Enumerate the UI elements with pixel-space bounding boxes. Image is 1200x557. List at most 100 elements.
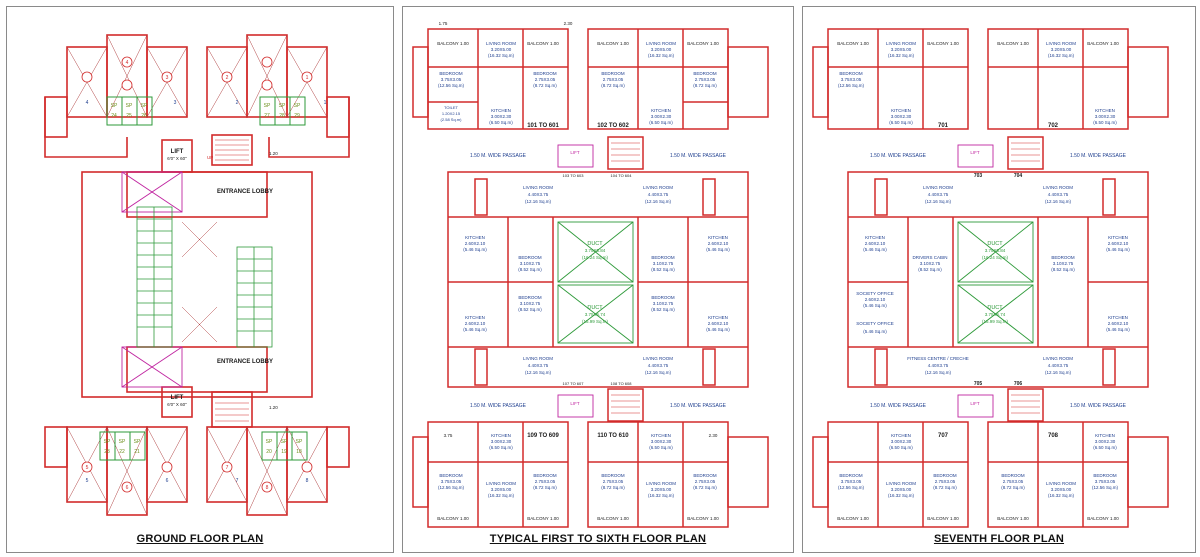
t-dim-1: 3.75 — [444, 433, 453, 438]
entrance-lobby-bottom: ENTRANCE LOBBY — [217, 359, 273, 365]
t-living-bl2: LIVING ROOM — [486, 481, 516, 486]
space-top-3: 3 — [166, 75, 169, 81]
seventh-floor-caption: SEVENTH FLOOR PLAN — [933, 533, 1065, 545]
t-bed375-tr: BEDROOM — [693, 71, 717, 76]
t-balcony-1: BALCONY 1.00 — [437, 41, 469, 46]
s-bed-tl: BEDROOM — [839, 71, 863, 76]
space-top-6: 2 — [236, 100, 239, 106]
t-passage-bot-r: 1.50 M. WIDE PASSAGE — [670, 403, 727, 409]
s-passage-top-l: 1.50 M. WIDE PASSAGE — [870, 153, 927, 159]
entrance-lobby-top: ENTRANCE LOBBY — [217, 189, 273, 195]
t-bed275-bl-area: (8.72 Sq.m) — [533, 485, 557, 490]
t-living-mr-dim: 4.40X3.75 — [648, 192, 669, 197]
s-lift-tag-bot: LIFT — [970, 401, 980, 406]
s-kitchen-tr-dim: 3.00X2.30 — [1095, 114, 1116, 119]
t-balcony-3: BALCONY 1.00 — [597, 41, 629, 46]
t-kitchen-tr-dim: 3.00X2.30 — [651, 114, 672, 119]
s-kitchen-mr2-dim: 2.60X2.10 — [1108, 321, 1129, 326]
sp-tr-2: SP — [279, 103, 286, 109]
stair-dim-bottom: 1.20 — [269, 405, 278, 410]
s-duct-bot-area: (15.99 Sq.m) — [982, 319, 1009, 324]
t-lift-range-top2: 104 TO 604 — [611, 173, 633, 178]
t-kitchen-tr: KITCHEN — [651, 108, 671, 113]
space-bot-3: 6 — [126, 485, 129, 491]
t-kitchen-ml-area: (5.46 Sq.m) — [463, 247, 487, 252]
lift-size-top: 6'0" X 60" — [167, 156, 187, 161]
t-bed-ml2: BEDROOM — [518, 295, 542, 300]
t-passage-top-r: 1.50 M. WIDE PASSAGE — [670, 153, 727, 159]
sp-tr-2n: 28 — [279, 113, 285, 119]
s-living-br: LIVING ROOM — [1043, 356, 1073, 361]
s-living-mr-area: (12.16 Sq.m) — [1045, 199, 1072, 204]
t-living-br: LIVING ROOM — [643, 356, 673, 361]
s-society-1-dim: 2.60X2.10 — [865, 297, 886, 302]
sp-bl-3: SP — [134, 439, 141, 445]
s-kitchen-mr-dim: 2.60X2.10 — [1108, 241, 1129, 246]
s-balcony-4: BALCONY 1.00 — [1087, 41, 1119, 46]
s-kitchen-tl: KITCHEN — [891, 108, 911, 113]
t-living-bl: LIVING ROOM — [523, 356, 553, 361]
t-kitchen-br-dim: 3.00X2.30 — [651, 439, 672, 444]
sp-bl-1n: 23 — [104, 449, 110, 455]
s-kitchen-ml: KITCHEN — [865, 235, 885, 240]
t-bed-mr-dim: 3.10X2.75 — [653, 261, 674, 266]
t-kitchen-br: KITCHEN — [651, 433, 671, 438]
sp-br-2: SP — [281, 439, 288, 445]
typical-floor-caption: TYPICAL FIRST TO SIXTH FLOOR PLAN — [489, 533, 707, 545]
s-living-bl-area: (16.32 Sq.m) — [888, 493, 915, 498]
t-living-br-area: (12.16 Sq.m) — [645, 370, 672, 375]
t-bed-ml: BEDROOM — [518, 255, 542, 260]
s-kitchen-br-area: (6.50 Sq.m) — [1093, 445, 1117, 450]
s-kitchen-bl-area: (6.50 Sq.m) — [889, 445, 913, 450]
t-lift-range-top1: 103 TO 603 — [563, 173, 585, 178]
t-passage-top-l: 1.50 M. WIDE PASSAGE — [470, 153, 527, 159]
t-kitchen-br-area: (6.50 Sq.m) — [649, 445, 673, 450]
t-kitchen-mr2: KITCHEN — [708, 315, 728, 320]
t-balcony-b2: BALCONY 1.00 — [527, 516, 559, 521]
t-living-ml-dim: 4.40X3.75 — [528, 192, 549, 197]
t-living-bl2-dim: 3.20X5.00 — [491, 487, 512, 492]
s-kitchen-tl-dim: 3.00X2.30 — [891, 114, 912, 119]
sp-tl-3: SP — [141, 103, 148, 109]
s-kitchen-mr2-area: (5.46 Sq.m) — [1106, 327, 1130, 332]
lift-label-top: LIFT — [171, 149, 184, 155]
t-balcony-b4: BALCONY 1.00 — [687, 516, 719, 521]
ground-floor-caption: GROUND FLOOR PLAN — [136, 533, 264, 545]
t-bed375-br: BEDROOM — [693, 473, 717, 478]
s-range-tr: 702 — [1048, 123, 1059, 129]
lift-label-bottom: LIFT — [171, 395, 184, 401]
space-top-8: 1 — [324, 100, 327, 106]
sp-tl-2n: 25 — [126, 113, 132, 119]
s-living-br2-dim: 3.20X5.00 — [1051, 487, 1072, 492]
s-range-bl2: 707 — [938, 433, 949, 439]
s-drivers-dim: 3.10X2.75 — [920, 261, 941, 266]
t-bed-tr: BEDROOM — [601, 71, 625, 76]
s-bed-bl: BEDROOM — [839, 473, 863, 478]
t-kitchen-ml2: KITCHEN — [465, 315, 485, 320]
t-living-tr-area: (16.32 Sq.m) — [648, 53, 675, 58]
s-living-br-area: (12.16 Sq.m) — [1045, 370, 1072, 375]
t-kitchen-tl-area: (6.50 Sq.m) — [489, 120, 513, 125]
s-duct-bot: DUCT — [987, 305, 1003, 311]
t-living-br-dim: 4.40X3.75 — [648, 363, 669, 368]
s-living-tl: LIVING ROOM — [886, 41, 916, 46]
s-balcony-b4: BALCONY 1.00 — [1087, 516, 1119, 521]
s-living-tl-dim: 3.20X5.00 — [891, 47, 912, 52]
s-bed-mr-dim: 3.10X2.75 — [1053, 261, 1074, 266]
s-bed-bl2: BEDROOM — [933, 473, 957, 478]
space-bot-2: 5 — [86, 478, 89, 484]
sp-br-1n: 20 — [266, 449, 272, 455]
t-living-ml: LIVING ROOM — [523, 185, 553, 190]
s-kitchen-br: KITCHEN — [1095, 433, 1115, 438]
s-passage-bot-r: 1.50 M. WIDE PASSAGE — [1070, 403, 1127, 409]
s-bed-br2-dim: 3.75X3.05 — [1095, 479, 1116, 484]
stair-up-top: UP — [207, 155, 213, 160]
lift-size-bottom: 6'0" X 60" — [167, 402, 187, 407]
s-range-mr: 704 — [1014, 173, 1023, 179]
t-bed-br-dim: 2.75X3.05 — [603, 479, 624, 484]
s-bed-br2-area: (12.56 Sq.m) — [1092, 485, 1119, 490]
sp-br-2n: 19 — [281, 449, 287, 455]
sp-tl-1n: 24 — [111, 113, 117, 119]
s-living-tr-area: (16.32 Sq.m) — [1048, 53, 1075, 58]
s-bed-mr-area: (8.52 Sq.m) — [1051, 267, 1075, 272]
